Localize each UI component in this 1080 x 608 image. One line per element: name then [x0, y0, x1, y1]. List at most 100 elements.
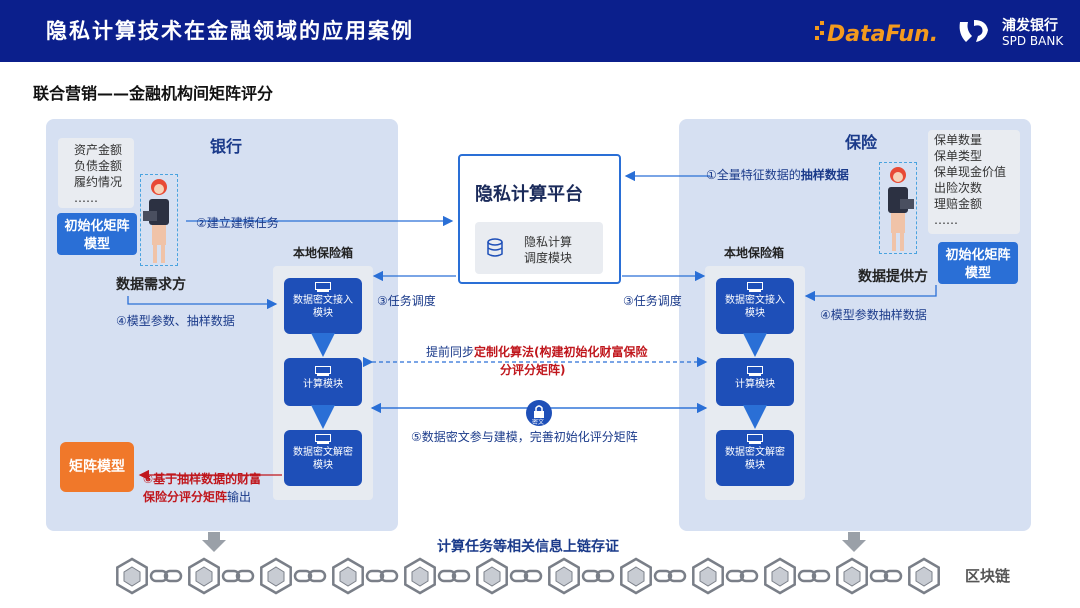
bank-init-model-line: 初始化矩阵: [64, 219, 130, 234]
platform-title: 隐私计算平台: [475, 184, 583, 205]
bank-data-items: 资产金额 负债金额 履约情况 ……: [58, 138, 134, 208]
terminal-icon: [747, 366, 763, 376]
insurance-init-model-line: 初始化矩阵: [945, 248, 1011, 263]
chain-link-icon: [451, 569, 471, 583]
matrix-model-button[interactable]: 矩阵模型: [60, 442, 134, 492]
chain-link-icon: [725, 569, 745, 583]
module-label: 模块: [745, 308, 765, 319]
module-label: 模块: [745, 460, 765, 471]
sync-text: 提前同步定制化算法(构建初始化财富保险: [426, 343, 648, 360]
bank-module-compute[interactable]: 计算模块: [284, 358, 362, 406]
step6-tail: 输出: [227, 490, 252, 504]
module-label: 计算模块: [735, 379, 775, 390]
spd-bank-name: 浦发银行: [1002, 18, 1058, 34]
terminal-icon: [747, 434, 763, 444]
chain-link-icon: [437, 569, 457, 583]
module-label: 数据密文解密: [293, 447, 353, 458]
sync-bold: 定制化算法: [474, 345, 535, 359]
chain-link-icon: [293, 569, 313, 583]
lock-badge: [526, 400, 552, 426]
block-cube: [411, 566, 429, 587]
database-icon: [487, 238, 503, 257]
insurance-data-item: 保单数量: [934, 133, 983, 147]
sync-red-2: 分评分矩阵): [500, 363, 566, 377]
sync-prefix: 提前同步: [426, 345, 475, 359]
platform-scheduler[interactable]: [475, 222, 603, 274]
datafun-logo: DataFun.: [815, 21, 938, 47]
bank-local-box-title: 本地保险箱: [293, 246, 354, 260]
chain-link-icon: [523, 569, 543, 583]
chain-caption: 计算任务等相关信息上链存证: [437, 539, 619, 555]
person-icon: [143, 179, 169, 263]
bank-init-model-button[interactable]: 初始化矩阵 模型: [57, 213, 137, 255]
block-cube: [195, 566, 213, 587]
lock-label: 密文: [532, 419, 545, 426]
step3-right-text: ③任务调度: [623, 294, 682, 308]
step4-right-text: ④模型参数抽样数据: [820, 308, 927, 322]
chain-link-icon: [869, 569, 889, 583]
bank-module-decrypt-out[interactable]: 数据密文解密 模块: [284, 430, 362, 486]
page-title: 隐私计算技术在金融领域的应用案例: [46, 19, 414, 43]
chain-link-icon: [667, 569, 687, 583]
bank-module-decrypt-in[interactable]: 数据密文接入 模块: [284, 278, 362, 334]
chain-link-icon: [365, 569, 385, 583]
block-cube: [339, 566, 357, 587]
chain-link-icon: [581, 569, 601, 583]
insurance-module-decrypt-in[interactable]: 数据密文接入 模块: [716, 278, 794, 334]
block-cube: [627, 566, 645, 587]
section-subtitle: 联合营销——金融机构间矩阵评分: [33, 84, 274, 103]
chain-link-icon: [509, 569, 529, 583]
chain-link-icon: [235, 569, 255, 583]
step6-text: ⑥基于抽样数据的财富 保险分评分矩阵输出: [143, 470, 261, 506]
arrow-step4-left: [127, 296, 278, 310]
insurance-title: 保险: [845, 133, 878, 152]
insurance-module-decrypt-out[interactable]: 数据密文解密 模块: [716, 430, 794, 486]
insurance-role-label: 数据提供方: [858, 269, 928, 285]
step2-text: ②建立建模任务: [196, 216, 279, 230]
chain-link-icon: [797, 569, 817, 583]
bank-data-item: ……: [74, 191, 98, 205]
bank-data-item: 负债金额: [74, 159, 123, 173]
terminal-icon: [747, 282, 763, 292]
step1-bold: 抽样数据: [800, 168, 849, 182]
insurance-data-items: 保单数量 保单类型 保单现金价值 出险次数 理赔金额 ……: [928, 130, 1020, 234]
spd-bank-english: SPD BANK: [1002, 34, 1064, 48]
arrow-step4-right: [804, 285, 937, 302]
module-label: 数据密文解密: [725, 447, 785, 458]
person-icon: [888, 167, 914, 251]
terminal-icon: [315, 434, 331, 444]
chain-link-icon: [221, 569, 241, 583]
insurance-data-item: ……: [934, 213, 958, 227]
block-cube: [123, 566, 141, 587]
datafun-logo-text: DataFun.: [827, 22, 938, 47]
platform-scheduler-label: 隐私计算 调度模块: [524, 234, 572, 266]
sync-red-1: (构建初始化财富保险: [534, 345, 648, 359]
chain-label: 区块链: [965, 567, 1011, 585]
module-label: 数据密文接入: [725, 295, 785, 306]
module-label: 模块: [313, 308, 333, 319]
chain-link-icon: [149, 569, 169, 583]
step6-red-2: 保险分评分矩阵: [143, 490, 228, 504]
block-cube: [699, 566, 717, 587]
module-label: 模块: [313, 460, 333, 471]
step5-text: ⑤数据密文参与建模，完善初始化评分矩阵: [411, 430, 638, 444]
insurance-module-compute[interactable]: 计算模块: [716, 358, 794, 406]
insurance-data-item: 保单类型: [934, 149, 983, 163]
insurance-init-model-line: 模型: [964, 266, 991, 281]
chain-link-icon: [653, 569, 673, 583]
bank-data-item: 资产金额: [74, 143, 123, 157]
module-label: 数据密文接入: [293, 295, 353, 306]
blockchain-strip: [116, 557, 940, 595]
spd-bank-logo: [959, 20, 988, 42]
bank-init-model-line: 模型: [83, 237, 110, 252]
bank-data-item: 履约情况: [74, 175, 123, 189]
chain-link-icon: [595, 569, 615, 583]
chain-link-icon: [811, 569, 831, 583]
step1-prefix: ①全量特征数据的: [706, 168, 801, 182]
module-label: 计算模块: [303, 379, 343, 390]
insurance-init-model-button[interactable]: 初始化矩阵 模型: [938, 242, 1018, 284]
platform-scheduler-line: 调度模块: [524, 251, 573, 265]
block-cube: [771, 566, 789, 587]
insurance-data-item: 保单现金价值: [934, 165, 1007, 179]
